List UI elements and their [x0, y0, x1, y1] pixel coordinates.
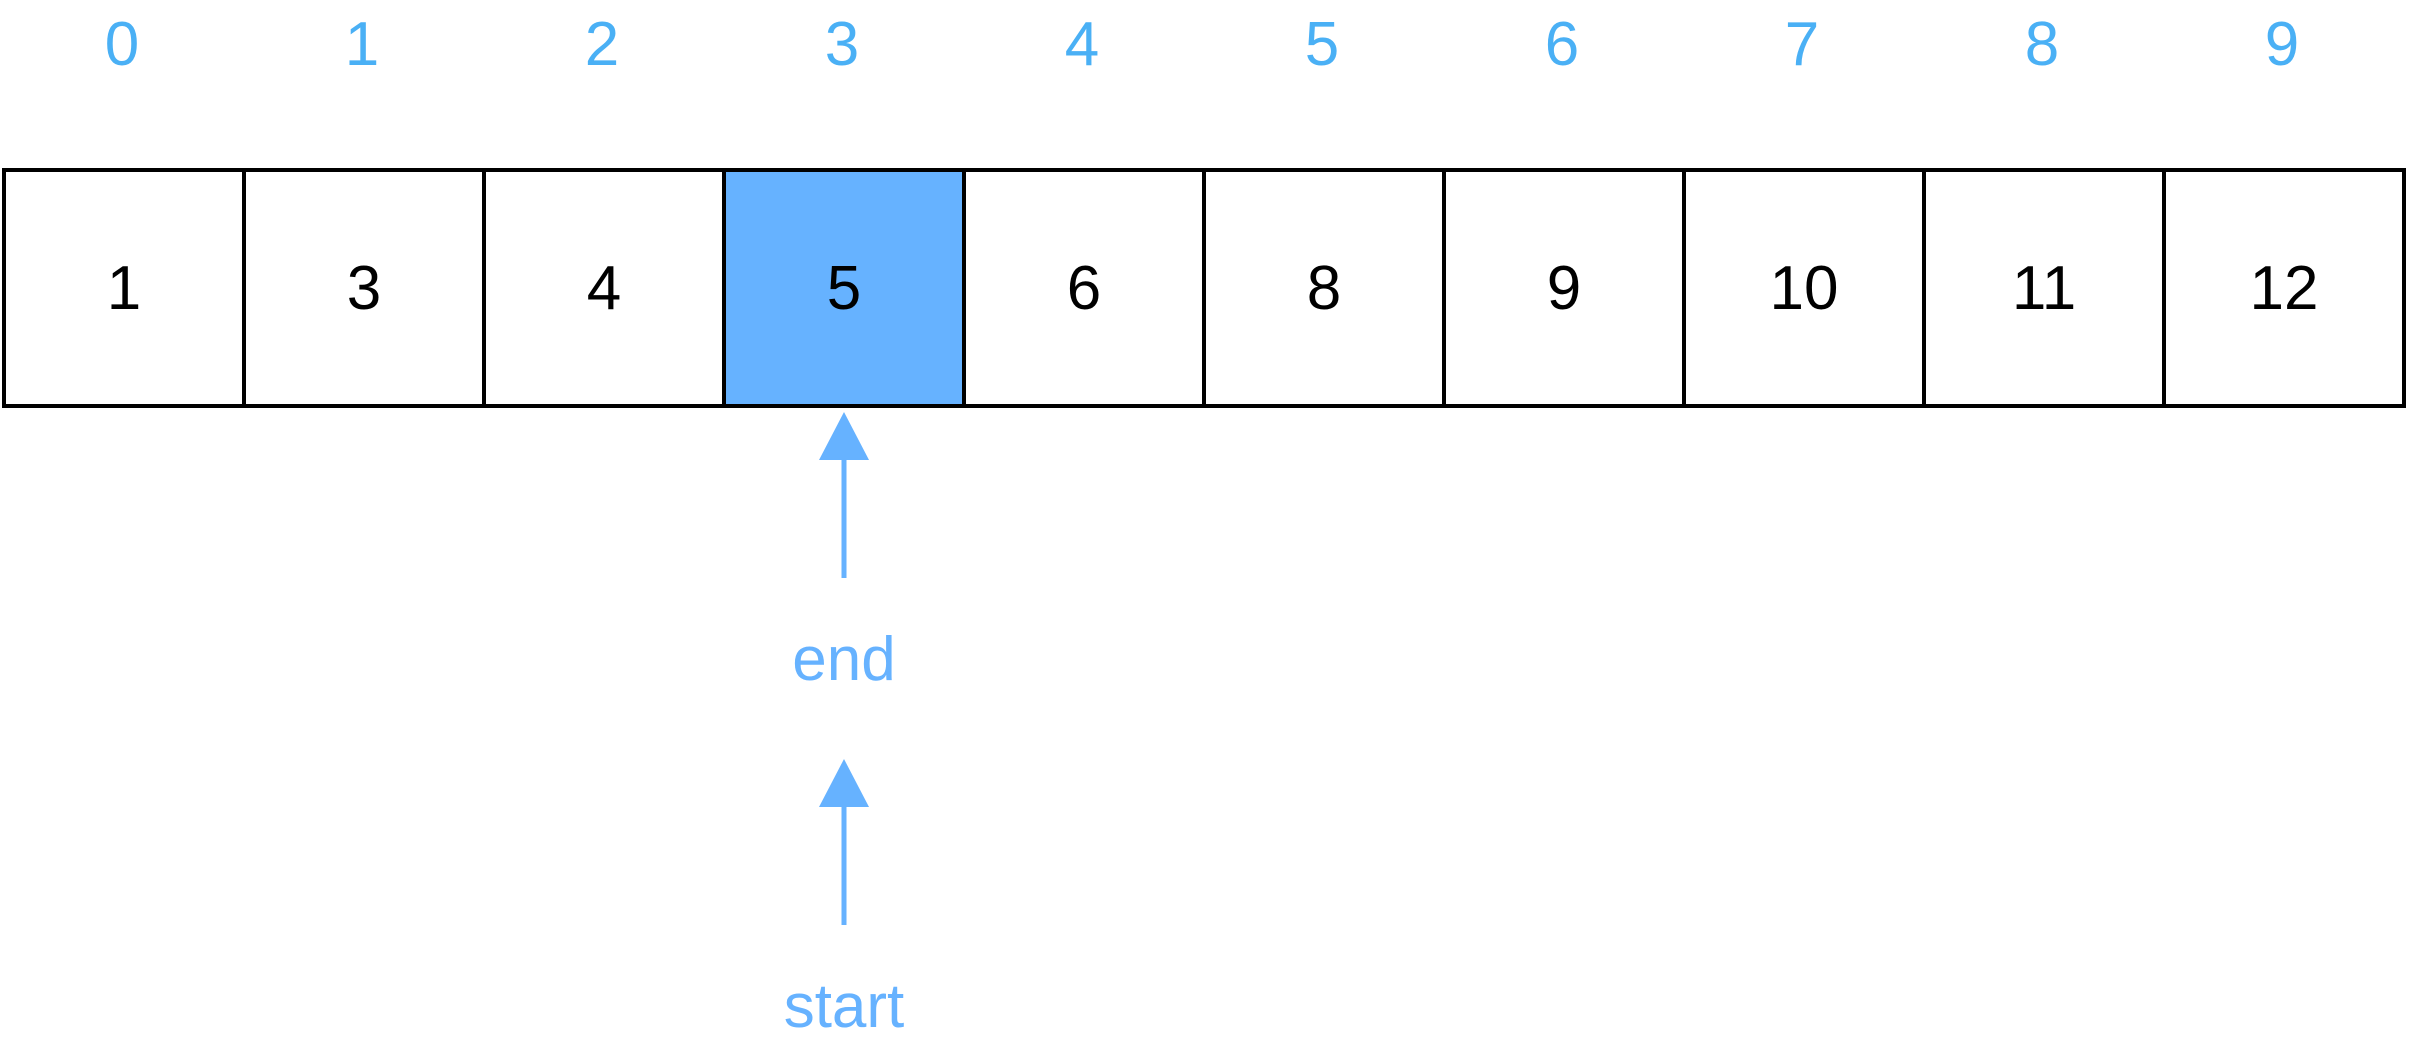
cell-value: 8: [1306, 253, 1342, 323]
index-label-3: 3: [824, 10, 860, 79]
cell-value: 3: [346, 253, 382, 323]
end-pointer: end: [744, 410, 944, 695]
index-label-8: 8: [2024, 10, 2060, 79]
array-cell-3: 5: [722, 168, 966, 408]
index-label-4: 4: [1064, 10, 1100, 79]
cell-value: 1: [106, 253, 142, 323]
index-label-1: 1: [344, 10, 380, 79]
array-cell-1: 3: [242, 168, 486, 408]
array-cell-0: 1: [2, 168, 246, 408]
cell-value: 10: [1769, 253, 1839, 323]
cell-value: 5: [826, 253, 862, 323]
start-arrow-icon: [819, 759, 869, 925]
array-cell-6: 9: [1442, 168, 1686, 408]
cell-value: 4: [586, 253, 622, 323]
array-cell-2: 4: [482, 168, 726, 408]
index-label-2: 2: [584, 10, 620, 79]
index-label-7: 7: [1784, 10, 1820, 79]
start-pointer: start: [744, 757, 944, 1042]
array-cell-5: 8: [1202, 168, 1446, 408]
cell-value: 6: [1066, 253, 1102, 323]
cell-value: 9: [1546, 253, 1582, 323]
array-cell-7: 10: [1682, 168, 1926, 408]
index-label-9: 9: [2264, 10, 2300, 79]
end-arrow-icon: [819, 412, 869, 578]
array-cell-8: 11: [1922, 168, 2166, 408]
cell-value: 11: [2011, 253, 2077, 323]
index-label-6: 6: [1544, 10, 1580, 79]
start-pointer-label: start: [783, 972, 905, 1041]
array-cell-9: 12: [2162, 168, 2406, 408]
array-cell-4: 6: [962, 168, 1206, 408]
index-label-5: 5: [1304, 10, 1340, 79]
end-pointer-label: end: [792, 625, 896, 694]
index-label-0: 0: [104, 10, 140, 79]
cell-value: 12: [2249, 253, 2319, 323]
